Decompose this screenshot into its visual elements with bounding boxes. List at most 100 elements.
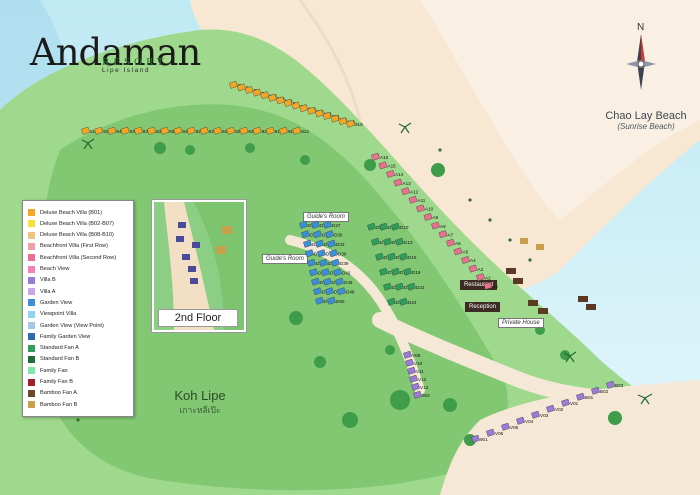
villa-unit-marker[interactable] bbox=[431, 221, 440, 230]
villa-unit-marker[interactable] bbox=[379, 222, 388, 231]
villa-unit-marker[interactable] bbox=[299, 220, 308, 229]
villa-unit-marker[interactable] bbox=[576, 392, 585, 401]
villa-unit-marker[interactable] bbox=[338, 117, 348, 126]
villa-unit-marker[interactable] bbox=[292, 126, 302, 135]
villa-unit-marker[interactable] bbox=[305, 249, 314, 258]
villa-unit-marker[interactable] bbox=[94, 126, 104, 135]
villa-unit-marker[interactable] bbox=[268, 93, 277, 102]
villa-unit-marker[interactable] bbox=[327, 296, 336, 305]
villa-unit-marker[interactable] bbox=[371, 152, 380, 161]
villa-unit-marker[interactable] bbox=[299, 104, 309, 113]
villa-unit-marker[interactable] bbox=[199, 126, 209, 135]
villa-unit-marker[interactable] bbox=[335, 277, 344, 286]
villa-unit-marker[interactable] bbox=[120, 126, 130, 135]
villa-unit-marker[interactable] bbox=[314, 109, 324, 118]
villa-unit-marker[interactable] bbox=[315, 239, 324, 248]
villa-unit-marker[interactable] bbox=[395, 237, 404, 246]
villa-unit-marker[interactable] bbox=[501, 422, 510, 431]
villa-unit-marker[interactable] bbox=[405, 358, 414, 367]
villa-unit-marker[interactable] bbox=[399, 297, 408, 306]
villa-unit-marker[interactable] bbox=[383, 282, 392, 291]
villa-unit-marker[interactable] bbox=[531, 410, 540, 419]
villa-unit-marker[interactable] bbox=[313, 287, 322, 296]
villa-unit-marker[interactable] bbox=[229, 80, 238, 89]
villa-unit-marker[interactable] bbox=[315, 296, 324, 305]
villa-unit-marker[interactable] bbox=[379, 267, 388, 276]
villa-unit-marker[interactable] bbox=[606, 380, 615, 389]
villa-unit-marker[interactable] bbox=[333, 268, 342, 277]
villa-unit-marker[interactable] bbox=[391, 267, 400, 276]
villa-unit-marker[interactable] bbox=[383, 237, 392, 246]
villa-unit-marker[interactable] bbox=[403, 267, 412, 276]
villa-unit-marker[interactable] bbox=[283, 99, 293, 107]
villa-unit-marker[interactable] bbox=[375, 252, 384, 261]
villa-unit-marker[interactable] bbox=[416, 204, 425, 213]
villa-unit-marker[interactable] bbox=[411, 382, 420, 391]
villa-unit-marker[interactable] bbox=[160, 126, 170, 135]
villa-unit-marker[interactable] bbox=[252, 126, 262, 135]
villa-unit-marker[interactable] bbox=[391, 222, 400, 231]
villa-unit-marker[interactable] bbox=[483, 281, 493, 290]
villa-unit-marker[interactable] bbox=[322, 112, 332, 120]
villa-unit-marker[interactable] bbox=[327, 239, 336, 248]
villa-unit-marker[interactable] bbox=[403, 350, 412, 359]
villa-unit-marker[interactable] bbox=[561, 398, 570, 407]
villa-unit-marker[interactable] bbox=[395, 282, 404, 291]
villa-unit-marker[interactable] bbox=[307, 258, 316, 267]
villa-unit-marker[interactable] bbox=[279, 126, 288, 135]
villa-unit-marker[interactable] bbox=[313, 230, 322, 239]
villa-unit-marker[interactable] bbox=[393, 178, 403, 187]
villa-unit-marker[interactable] bbox=[423, 213, 433, 221]
villa-unit-marker[interactable] bbox=[387, 297, 396, 306]
villa-unit-marker[interactable] bbox=[311, 277, 320, 286]
villa-unit-marker[interactable] bbox=[325, 230, 334, 239]
villa-unit-marker[interactable] bbox=[307, 106, 316, 115]
villa-unit-marker[interactable] bbox=[476, 273, 485, 282]
villa-unit-marker[interactable] bbox=[173, 126, 183, 135]
villa-unit-marker[interactable] bbox=[133, 126, 143, 135]
villa-unit-marker[interactable] bbox=[407, 366, 416, 375]
villa-unit-marker[interactable] bbox=[546, 404, 555, 413]
villa-unit-marker[interactable] bbox=[323, 220, 332, 229]
villa-unit-marker[interactable] bbox=[323, 277, 332, 286]
villa-unit-marker[interactable] bbox=[265, 126, 275, 135]
villa-unit-marker[interactable] bbox=[303, 239, 312, 248]
villa-unit-marker[interactable] bbox=[147, 126, 156, 135]
villa-unit-marker[interactable] bbox=[301, 230, 310, 239]
villa-unit-marker[interactable] bbox=[321, 268, 330, 277]
villa-unit-marker[interactable] bbox=[186, 126, 196, 135]
villa-unit-marker[interactable] bbox=[325, 287, 334, 296]
villa-unit-marker[interactable] bbox=[239, 126, 249, 135]
villa-unit-marker[interactable] bbox=[291, 101, 301, 110]
villa-unit-marker[interactable] bbox=[516, 416, 525, 425]
villa-unit-marker[interactable] bbox=[413, 390, 422, 399]
villa-unit-marker[interactable] bbox=[331, 258, 340, 267]
villa-unit-marker[interactable] bbox=[486, 428, 495, 437]
villa-unit-marker[interactable] bbox=[311, 220, 320, 229]
villa-unit-marker[interactable] bbox=[387, 252, 396, 261]
villa-unit-marker[interactable] bbox=[468, 264, 478, 273]
villa-unit-marker[interactable] bbox=[330, 114, 340, 123]
villa-unit-marker[interactable] bbox=[244, 86, 254, 94]
villa-unit-marker[interactable] bbox=[337, 287, 346, 296]
villa-unit-marker[interactable] bbox=[371, 237, 380, 246]
villa-unit-marker[interactable] bbox=[378, 161, 388, 170]
villa-unit-marker[interactable] bbox=[409, 374, 418, 383]
villa-unit-marker[interactable] bbox=[386, 170, 395, 178]
villa-unit-marker[interactable] bbox=[319, 258, 328, 267]
villa-unit-marker[interactable] bbox=[317, 249, 326, 258]
villa-unit-marker[interactable] bbox=[260, 91, 270, 100]
villa-unit-marker[interactable] bbox=[236, 83, 246, 92]
villa-unit-marker[interactable] bbox=[329, 249, 338, 258]
villa-unit-marker[interactable] bbox=[591, 386, 600, 395]
villa-unit-marker[interactable] bbox=[408, 195, 418, 204]
villa-unit-marker[interactable] bbox=[453, 247, 463, 256]
villa-unit-marker[interactable] bbox=[213, 126, 222, 135]
villa-unit-marker[interactable] bbox=[471, 434, 480, 443]
villa-unit-marker[interactable] bbox=[446, 238, 455, 247]
villa-unit-marker[interactable] bbox=[367, 222, 376, 231]
villa-unit-marker[interactable] bbox=[407, 282, 416, 291]
villa-unit-marker[interactable] bbox=[346, 119, 355, 128]
villa-unit-marker[interactable] bbox=[275, 96, 285, 105]
villa-unit-marker[interactable] bbox=[252, 88, 262, 97]
